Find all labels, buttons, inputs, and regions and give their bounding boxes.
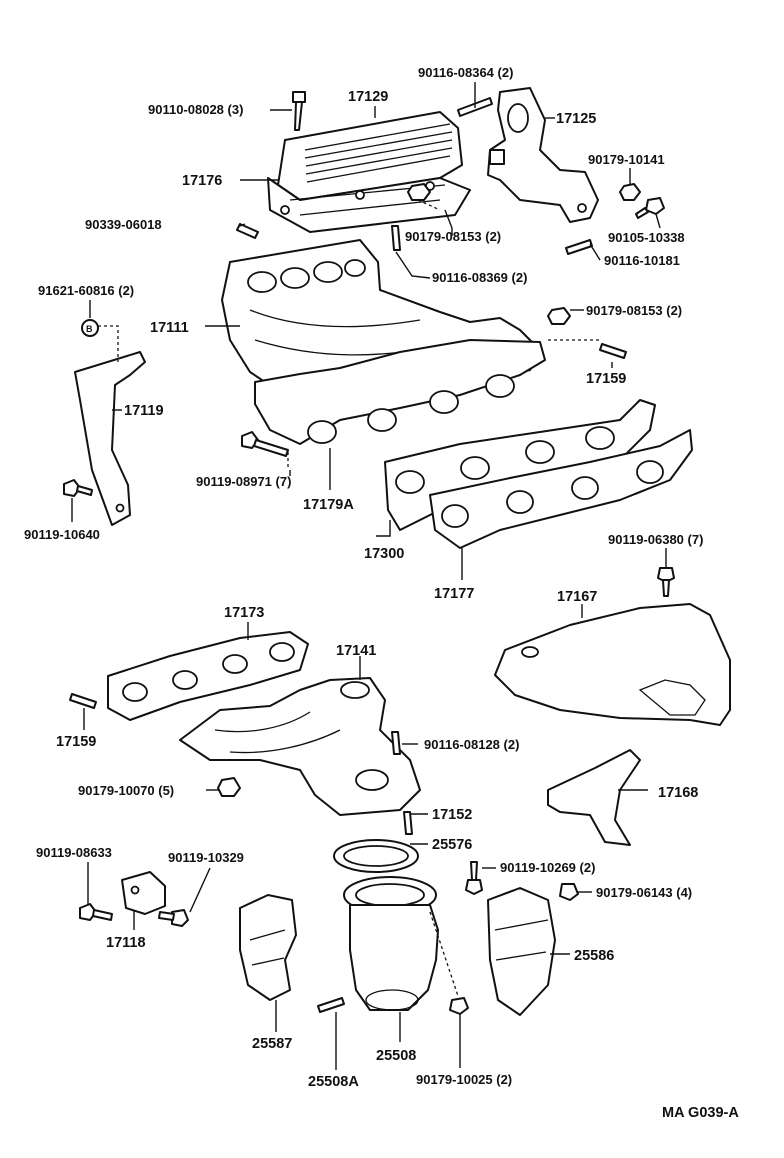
label-90339-06018: 90339-06018 (85, 217, 162, 232)
pin-90339-06018 (236, 223, 259, 239)
label-90179-10070: 90179-10070 (5) (78, 783, 174, 798)
stud-25508A (317, 997, 345, 1013)
bolt-90119-10269 (465, 861, 483, 895)
label-17176: 17176 (182, 173, 222, 189)
stud-17159-upper (599, 343, 627, 359)
label-17179A: 17179A (303, 497, 354, 513)
label-25586: 25586 (574, 948, 614, 964)
bolt-90110-08028 (292, 91, 306, 131)
label-17159-upper: 17159 (586, 371, 626, 387)
part-labels: 17129 90116-08364 (2) 90110-08028 (3) 17… (24, 65, 739, 1121)
label-90116-08369: 90116-08369 (2) (432, 270, 527, 285)
label-17141: 17141 (336, 643, 376, 659)
label-90119-10329: 90119-10329 (168, 850, 244, 865)
nut-90179-08153-upper (407, 183, 431, 201)
label-17300: 17300 (364, 546, 404, 562)
bolt-90119-10640 (63, 479, 93, 497)
leader-lines (71, 82, 667, 1070)
label-17111: 17111 (150, 320, 189, 336)
label-90179-10025: 90179-10025 (2) (416, 1072, 512, 1087)
exhaust-manifold-17141 (179, 677, 421, 816)
nut-90179-10025 (449, 997, 469, 1015)
label-90179-08153-upper: 90179-08153 (2) (405, 229, 501, 244)
label-17177: 17177 (434, 586, 474, 602)
label-90105-10338: 90105-10338 (608, 230, 685, 245)
label-91621-60816: 91621-60816 (2) (38, 283, 134, 298)
bolt-90105-10338 (635, 197, 665, 219)
heat-insulator-17167 (494, 603, 731, 726)
label-17159-lower: 17159 (56, 734, 96, 750)
stud-17152 (403, 811, 413, 835)
nut-90179-10141 (619, 183, 641, 201)
label-90179-06143: 90179-06143 (4) (596, 885, 692, 900)
label-90179-08153-lower: 90179-08153 (2) (586, 303, 682, 318)
label-90119-06380: 90119-06380 (7) (608, 532, 703, 547)
label-17173: 17173 (224, 605, 264, 621)
bolt-90119-08633 (79, 903, 113, 921)
bracket-17119 (74, 351, 146, 526)
label-90119-08633: 90119-08633 (36, 845, 112, 860)
label-17167: 17167 (557, 589, 597, 605)
label-17129: 17129 (348, 89, 388, 105)
heat-insulator-25586 (487, 887, 556, 1016)
label-25508: 25508 (376, 1048, 416, 1064)
bolt-91621-60816: B (81, 319, 99, 337)
gasket-25576 (333, 839, 419, 873)
nut-90179-08153-lower (547, 307, 571, 325)
bolt-90119-10329 (158, 909, 189, 927)
label-17125: 17125 (556, 111, 596, 127)
bolt-90119-08971 (241, 431, 289, 457)
heat-insulator-25587 (239, 894, 297, 1001)
label-90119-08971: 90119-08971 (7) (196, 474, 291, 489)
stud-17159-lower (69, 693, 97, 709)
stud-90116-08369 (391, 225, 401, 251)
label-90119-10269: 90119-10269 (2) (500, 860, 595, 875)
stud-90116-08128 (391, 731, 401, 755)
label-90119-10640: 90119-10640 (24, 527, 100, 542)
label-25576: 25576 (432, 837, 472, 853)
label-25508A: 25508A (308, 1074, 359, 1090)
nut-90179-10070 (217, 777, 241, 797)
heat-insulator-17168 (547, 749, 641, 846)
stud-90116-10181 (565, 239, 593, 255)
nut-90179-06143 (559, 883, 579, 901)
bracket-17118 (121, 871, 166, 915)
label-90110-08028: 90110-08028 (3) (148, 102, 243, 117)
gasket-17177 (429, 429, 693, 549)
label-25587: 25587 (252, 1036, 292, 1052)
label-17119: 17119 (124, 403, 164, 419)
label-90116-08364: 90116-08364 (2) (418, 65, 513, 80)
bolt-90119-06380 (657, 567, 675, 597)
label-90179-10141: 90179-10141 (588, 152, 665, 167)
label-17152: 17152 (432, 807, 472, 823)
label-17118: 17118 (106, 935, 146, 951)
label-90116-08128: 90116-08128 (2) (424, 737, 519, 752)
diagram-code: MA G039-A (662, 1105, 739, 1121)
bracket-17125 (487, 87, 599, 223)
gasket-17173 (107, 631, 309, 721)
svg-text:B: B (86, 324, 93, 334)
gasket-17179A (254, 339, 546, 445)
front-exhaust-pipe-25508 (343, 876, 439, 1011)
label-17168: 17168 (658, 785, 698, 801)
label-90116-10181: 90116-10181 (604, 253, 680, 268)
